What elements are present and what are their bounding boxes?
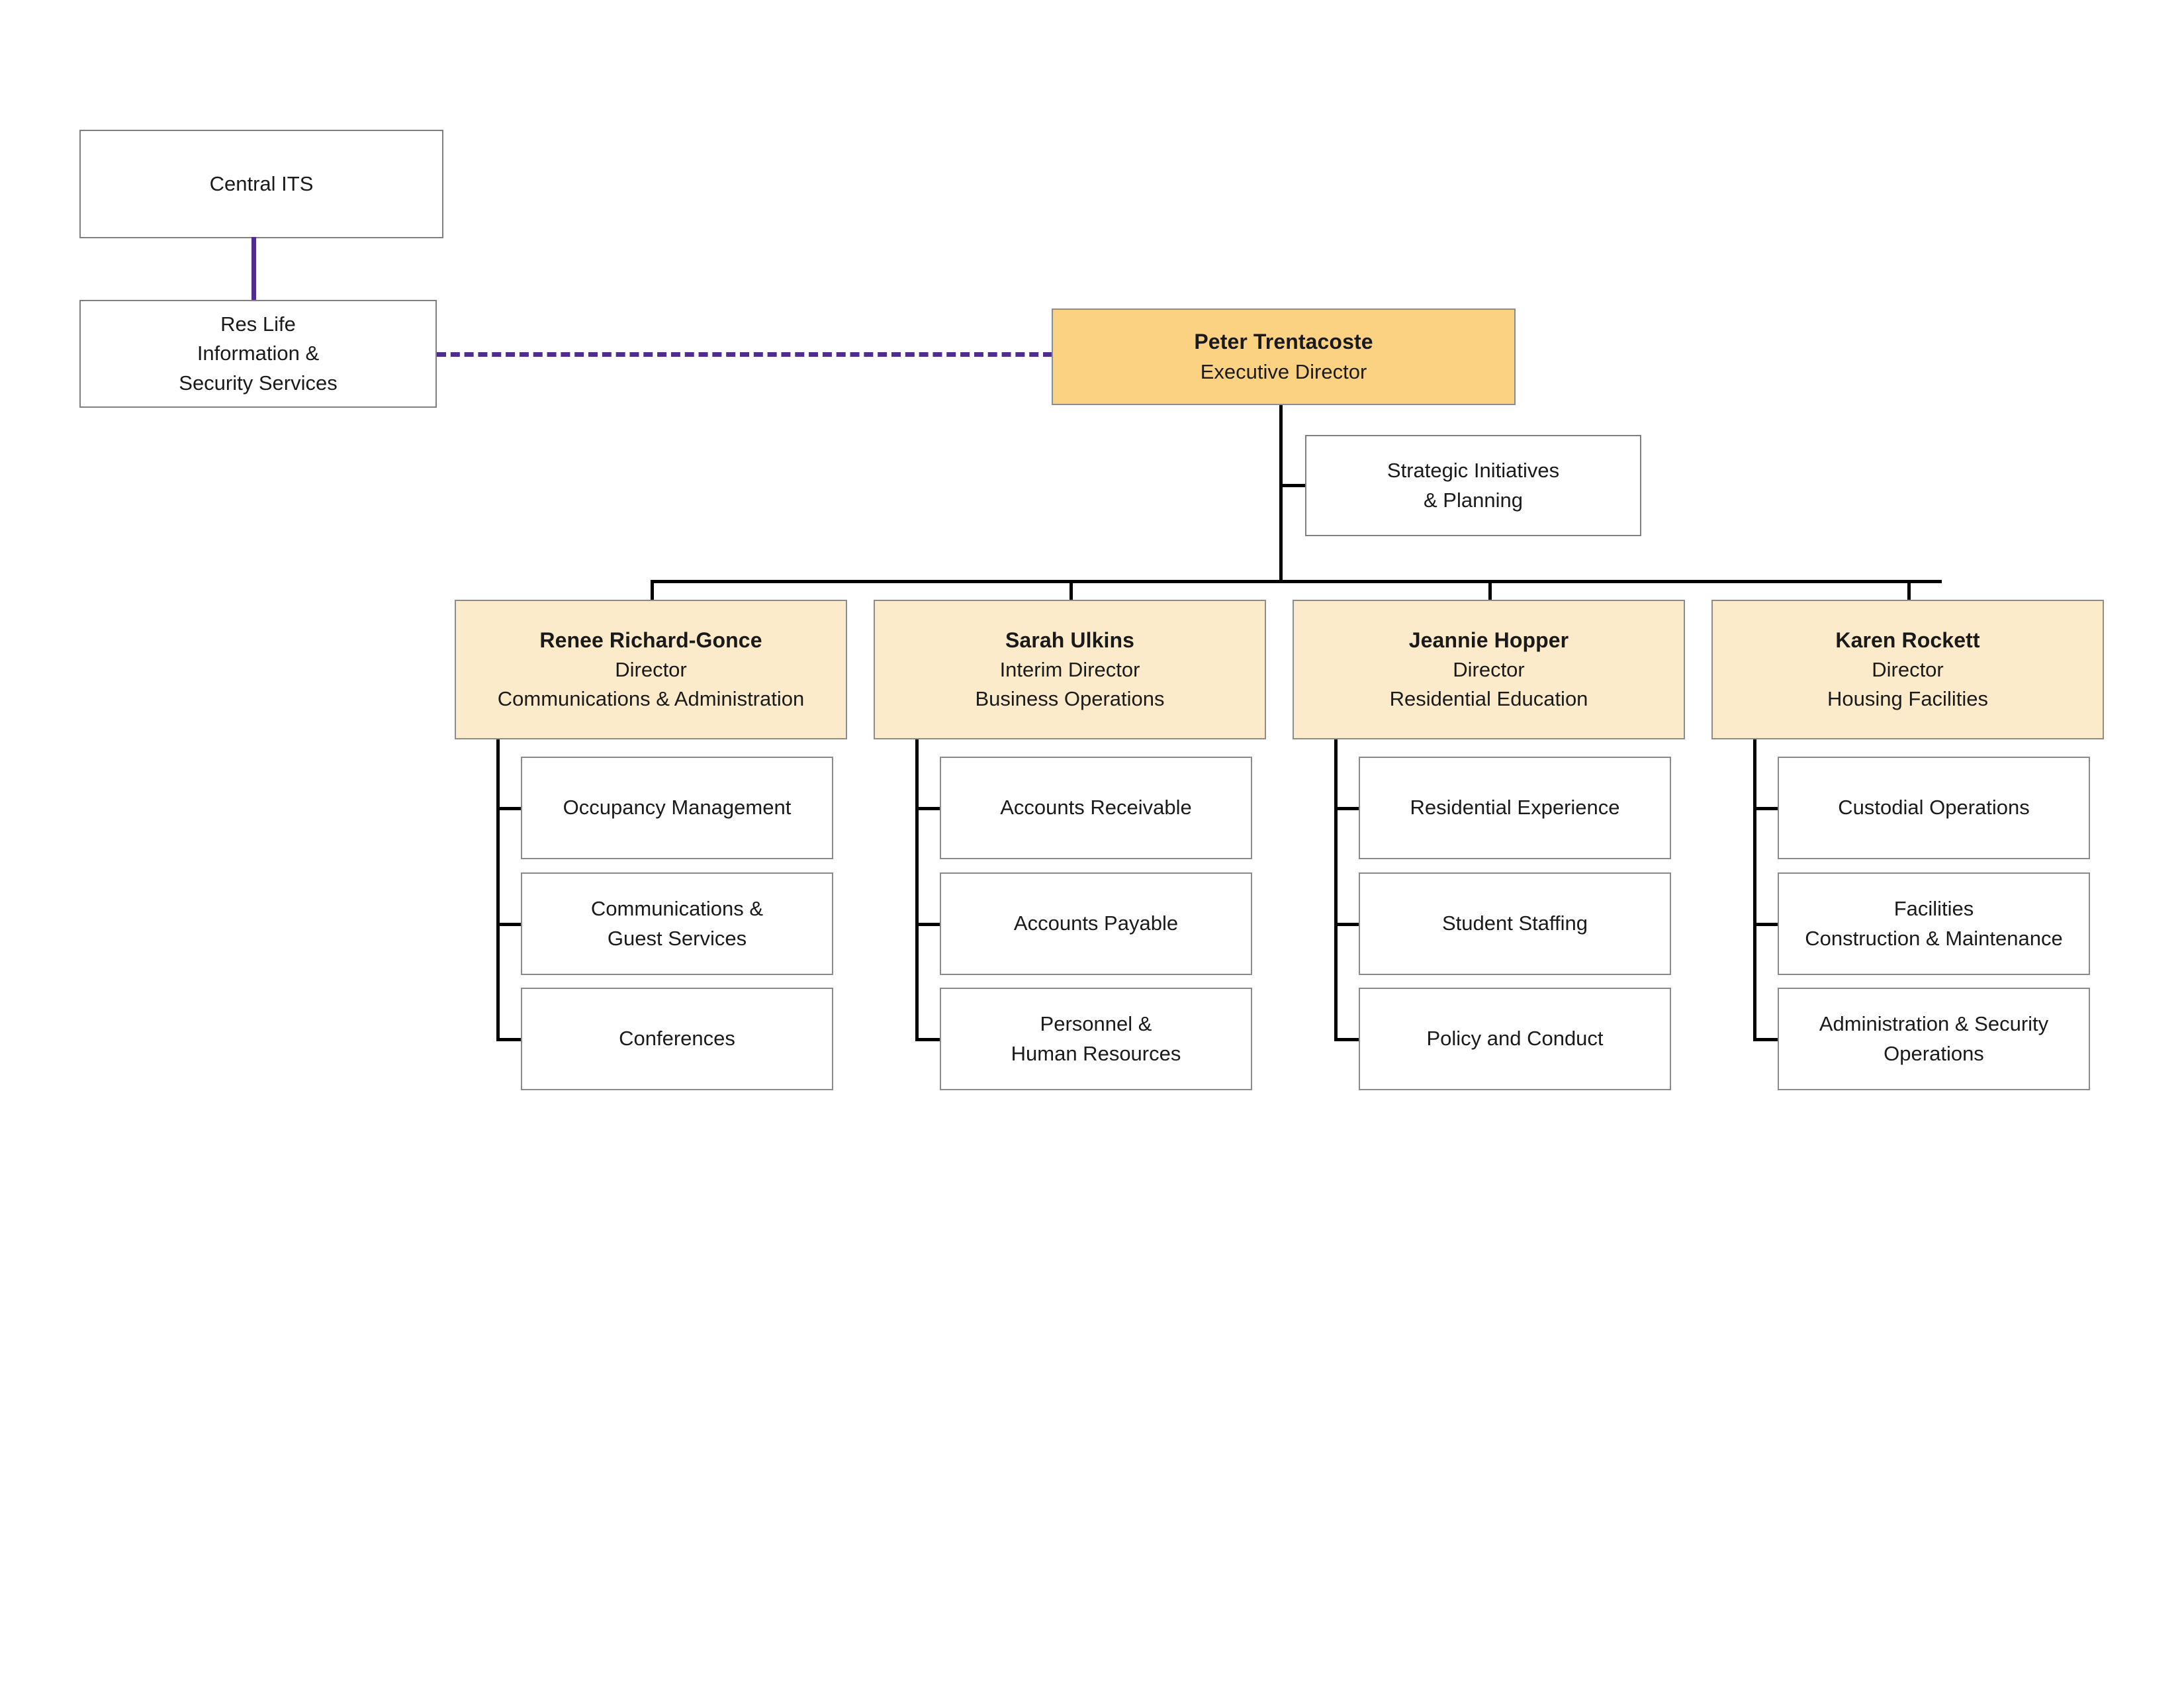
connector-drop-to-director-2 — [1069, 580, 1073, 600]
connector-to-unit-4-3 — [1753, 1037, 1778, 1041]
strategic-initiatives-line1: Strategic Initiatives — [1387, 459, 1560, 483]
connector-director-3-unit-spine — [1334, 739, 1338, 1039]
connector-director-distribution-bar — [653, 580, 1942, 583]
connector-to-unit-1-3 — [496, 1037, 521, 1041]
connector-executive-spine — [1279, 405, 1283, 581]
connector-drop-to-director-4 — [1907, 580, 1911, 600]
connector-to-unit-2-3 — [915, 1037, 940, 1041]
connector-to-unit-3-1 — [1334, 806, 1359, 810]
executive-title: Executive Director — [1200, 359, 1367, 383]
connector-drop-to-director-3 — [1488, 580, 1492, 600]
director-area: Business Operations — [975, 687, 1165, 711]
director-name: Renee Richard-Gonce — [539, 628, 762, 652]
connector-to-unit-4-1 — [1753, 806, 1778, 810]
node-res-life-information-security-services[interactable]: Res Life Information & Security Services — [79, 300, 437, 408]
connector-executive-to-strategic-initiatives — [1279, 484, 1307, 487]
res-life-line2: Information & — [197, 342, 320, 365]
node-unit-2-3[interactable]: Personnel & Human Resources — [940, 988, 1252, 1090]
node-unit-2-2[interactable]: Accounts Payable — [940, 872, 1252, 975]
director-title: Director — [1453, 658, 1525, 682]
director-name: Karen Rockett — [1835, 628, 1980, 652]
node-unit-3-2[interactable]: Student Staffing — [1359, 872, 1671, 975]
node-central-its[interactable]: Central ITS — [79, 130, 443, 238]
connector-director-2-unit-spine — [915, 739, 919, 1039]
director-area: Communications & Administration — [497, 687, 805, 711]
res-life-line3: Security Services — [179, 371, 338, 395]
connector-its-to-reslife — [251, 237, 256, 301]
unit-label-line1: Personnel & — [1040, 1012, 1152, 1036]
director-title: Interim Director — [999, 658, 1140, 682]
node-unit-1-3[interactable]: Conferences — [521, 988, 833, 1090]
unit-label-line1: Residential Experience — [1410, 796, 1620, 820]
unit-label-line2: Human Resources — [1011, 1041, 1181, 1065]
node-unit-1-2[interactable]: Communications & Guest Services — [521, 872, 833, 975]
unit-label-line1: Occupancy Management — [563, 796, 792, 820]
director-area: Residential Education — [1389, 687, 1588, 711]
director-title: Director — [615, 658, 687, 682]
unit-label-line1: Student Staffing — [1441, 912, 1588, 935]
unit-label-line1: Communications & — [590, 897, 764, 921]
executive-name: Peter Trentacoste — [1194, 330, 1373, 354]
unit-label-line1: Facilities — [1893, 897, 1974, 921]
unit-label-line1: Policy and Conduct — [1426, 1027, 1604, 1051]
strategic-initiatives-line2: & Planning — [1424, 488, 1523, 512]
unit-label-line1: Administration & Security — [1819, 1012, 2049, 1036]
director-name: Sarah Ulkins — [1005, 628, 1135, 652]
connector-to-unit-4-2 — [1753, 922, 1778, 926]
unit-label-line1: Accounts Receivable — [1000, 796, 1192, 820]
node-strategic-initiatives-planning[interactable]: Strategic Initiatives & Planning — [1305, 435, 1641, 536]
director-name: Jeannie Hopper — [1408, 628, 1569, 652]
central-its-line1: Central ITS — [209, 171, 314, 195]
node-unit-3-1[interactable]: Residential Experience — [1359, 757, 1671, 859]
connector-to-unit-3-3 — [1334, 1037, 1359, 1041]
connector-dotted-reslife-to-executive — [437, 352, 1052, 357]
connector-director-1-unit-spine — [496, 739, 500, 1039]
node-unit-1-1[interactable]: Occupancy Management — [521, 757, 833, 859]
connector-to-unit-3-2 — [1334, 922, 1359, 926]
connector-director-4-unit-spine — [1753, 739, 1756, 1039]
connector-to-unit-2-2 — [915, 922, 940, 926]
unit-label-line1: Custodial Operations — [1838, 796, 2030, 820]
connector-to-unit-1-1 — [496, 806, 521, 810]
node-unit-3-3[interactable]: Policy and Conduct — [1359, 988, 1671, 1090]
node-executive-director[interactable]: Peter Trentacoste Executive Director — [1052, 308, 1516, 405]
node-unit-2-1[interactable]: Accounts Receivable — [940, 757, 1252, 859]
director-area: Housing Facilities — [1827, 687, 1988, 711]
unit-label-line2: Operations — [1884, 1041, 1984, 1065]
unit-label-line2: Construction & Maintenance — [1805, 926, 2063, 950]
unit-label-line1: Accounts Payable — [1013, 912, 1179, 935]
unit-label-line1: Conferences — [619, 1027, 735, 1051]
node-unit-4-1[interactable]: Custodial Operations — [1778, 757, 2090, 859]
director-title: Director — [1872, 658, 1944, 682]
unit-label-line2: Guest Services — [607, 926, 747, 950]
res-life-line1: Res Life — [220, 312, 296, 336]
connector-to-unit-1-2 — [496, 922, 521, 926]
connector-to-unit-2-1 — [915, 806, 940, 810]
connector-drop-to-director-1 — [651, 580, 654, 600]
